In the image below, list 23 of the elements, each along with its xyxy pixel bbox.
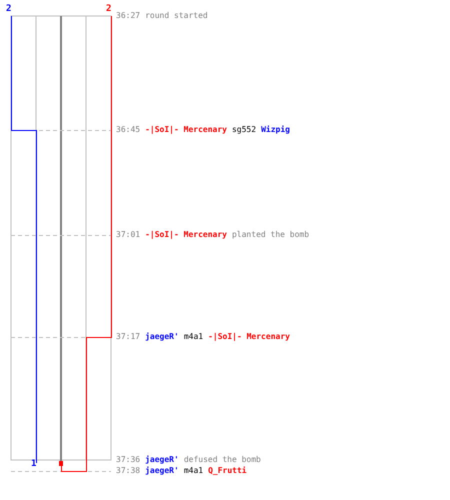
player-name: jaegeR'	[145, 455, 179, 464]
player-name: jaegeR'	[145, 466, 179, 475]
timestamp: 37:38	[116, 466, 140, 475]
player-name: -|SoI|- Mercenary	[208, 332, 290, 341]
player-name: Q_Frutti	[208, 466, 247, 475]
player-name: -|SoI|- Mercenary	[145, 125, 227, 134]
timestamp: 37:17	[116, 332, 140, 341]
player-name: Wizpig	[261, 125, 290, 134]
player-count: 2	[106, 4, 112, 14]
player-name: jaegeR'	[145, 332, 179, 341]
timestamp: 36:27	[116, 11, 140, 20]
timestamp: 37:36	[116, 455, 140, 464]
event-text: planted the bomb	[232, 230, 310, 239]
timestamp: 37:01	[116, 230, 140, 239]
weapon-name: m4a1	[184, 466, 204, 475]
timestamp: 36:45	[116, 125, 140, 134]
event-text: defused the bomb	[184, 455, 261, 464]
player-name: -|SoI|- Mercenary	[145, 230, 227, 239]
player-count: 1	[31, 459, 36, 469]
player-count: 2	[6, 4, 12, 14]
weapon-name: m4a1	[184, 332, 204, 341]
weapon-name: sg552	[232, 125, 256, 134]
event-text: round started	[145, 11, 208, 20]
